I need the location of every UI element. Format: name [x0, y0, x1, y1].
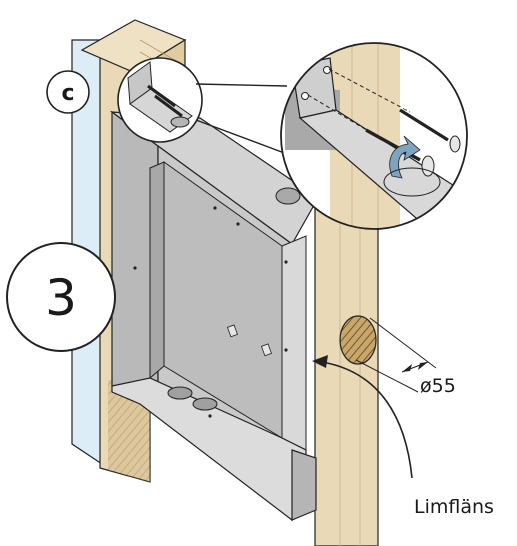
hole-diameter-label: ø55 — [420, 375, 456, 397]
flange-pointer: Limfläns — [312, 355, 494, 518]
cable-hole — [339, 315, 377, 365]
detail-callout-circle — [117, 57, 203, 143]
hole-dimension: ø55 — [355, 317, 456, 397]
screw-upper — [399, 107, 461, 153]
rotation-arrow — [389, 135, 421, 179]
flange-label: Limfläns — [414, 496, 494, 518]
step-badge: 3 — [6, 242, 116, 352]
callout-line-top — [195, 83, 288, 87]
detail-label: c — [61, 81, 74, 106]
callout-line-bottom — [195, 119, 288, 155]
magnified-detail — [280, 42, 468, 230]
step-number: 3 — [45, 269, 77, 327]
detail-label-badge: c — [46, 70, 90, 114]
